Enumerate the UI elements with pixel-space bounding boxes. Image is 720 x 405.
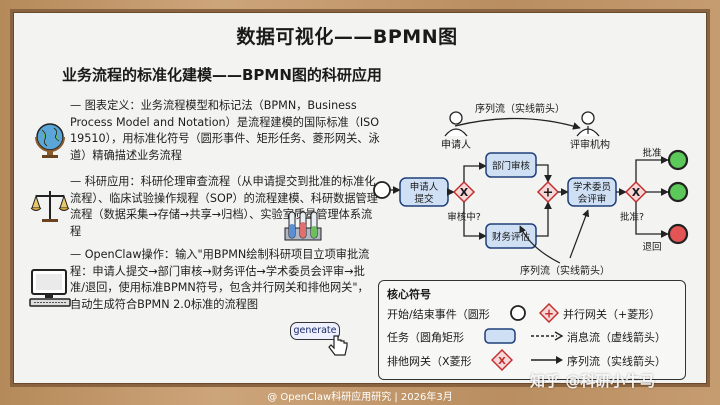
task-finance-label: 财务评估: [492, 231, 531, 243]
end-event-approve: [667, 149, 689, 171]
flow-decision-to-return: [635, 202, 669, 238]
task-committee-line-1: 学术委员: [573, 181, 611, 193]
parallel-gateway-join-symbol: +: [543, 186, 554, 201]
legend-label-parallel: 并行网关（+菱形）: [563, 308, 661, 321]
scales-icon: [30, 188, 70, 224]
bottom-annotation-arrow-left: [519, 225, 561, 264]
task-submit-line-2: 提交: [414, 193, 434, 205]
legend-box: 核心符号 开始/结束事件（圆形 + 并行网关（+菱形） 任务（圆角矩形 消息流（…: [378, 280, 686, 380]
legend-label-event: 开始/结束事件（圆形: [387, 308, 490, 321]
test-tubes-icon: [283, 208, 323, 242]
task-committee-line-2: 会评审: [578, 193, 607, 205]
legend-label-sequence: 序列流（实线箭头）: [567, 355, 666, 368]
bullet-definition: — 图表定义：业务流程模型和标记法（BPMN，Business Process …: [70, 99, 380, 162]
end-return-label: 退回: [642, 242, 661, 253]
task-dept-review-label: 部门审核: [492, 160, 531, 172]
watermark: 知乎 @科研小牛马: [530, 372, 656, 390]
legend-dashed-arrow-icon: [531, 331, 564, 341]
flow-finance-to-join: [536, 201, 552, 237]
parallel-gateway-join: [536, 180, 560, 204]
flow-gateway-to-dept: [463, 162, 487, 182]
legend-circle-icon: [510, 305, 526, 321]
bottom-flow-annotation: 序列流（实线箭头）: [520, 264, 610, 277]
generate-button[interactable]: generate: [290, 322, 340, 340]
committee-actor-icon: [576, 111, 600, 137]
applicant-actor-icon: [444, 111, 468, 137]
legend-exclusive-gateway-icon: X: [491, 349, 513, 371]
legend-label-exclusive: 排他网关（X菱形: [387, 355, 472, 368]
end-event-middle: [667, 181, 689, 203]
hand-cursor-icon: [328, 334, 350, 358]
bullet-research-use: — 科研应用：科研伦理审查流程（从申请提交到批准的标准化流程）、临床试验操作规程…: [70, 175, 378, 238]
end-approve-label: 批准: [642, 147, 662, 159]
exclusive-gateway-review-symbol: X: [460, 186, 469, 199]
legend-title: 核心符号: [387, 288, 431, 301]
committee-actor-label: 评审机构: [570, 138, 610, 151]
flow-gateway-to-finance: [463, 202, 487, 240]
globe-icon: [30, 120, 70, 160]
legend-label-message: 消息流（虚线箭头）: [567, 331, 666, 344]
task-submit-line-1: 申请人: [410, 181, 439, 193]
computer-icon: [28, 268, 72, 308]
footer-credit: @ OpenClaw科研应用研究 | 2026年3月: [267, 392, 453, 403]
gateway-approve-label: 批准?: [620, 211, 644, 223]
svg-text:+: +: [544, 307, 554, 321]
applicant-actor-label: 申请人: [441, 138, 471, 151]
section-subtitle: 业务流程的标准化建模——BPMN图的科研应用: [62, 66, 382, 84]
top-flow-annotation: 序列流（实线箭头）: [475, 102, 565, 115]
legend-solid-arrow-icon: [531, 356, 563, 364]
bpmn-diagram: 序列流（实线箭头） 申请人 评审机构 申请人 提交 X 审核中? 部门审核 财务…: [373, 102, 689, 277]
page-title: 数据可视化——BPMN图: [236, 26, 458, 48]
bullet-openclaw-operation: — OpenClaw操作：输入"用BPMN绘制科研项目立项审批流程：申请人提交→…: [70, 248, 370, 311]
bottom-annotation-arrow-right: [569, 209, 590, 259]
start-event: [373, 181, 391, 199]
flow-dept-to-join: [536, 164, 552, 183]
legend-parallel-gateway-icon: +: [539, 303, 559, 323]
legend-task-icon: [484, 328, 516, 344]
legend-label-task: 任务（圆角矩形: [387, 331, 464, 344]
svg-text:X: X: [498, 356, 506, 367]
exclusive-gateway-approve-symbol: X: [632, 186, 641, 199]
top-annotation-arrow: [454, 117, 581, 130]
end-event-return: [667, 223, 689, 245]
flow-decision-to-approve: [635, 156, 669, 182]
